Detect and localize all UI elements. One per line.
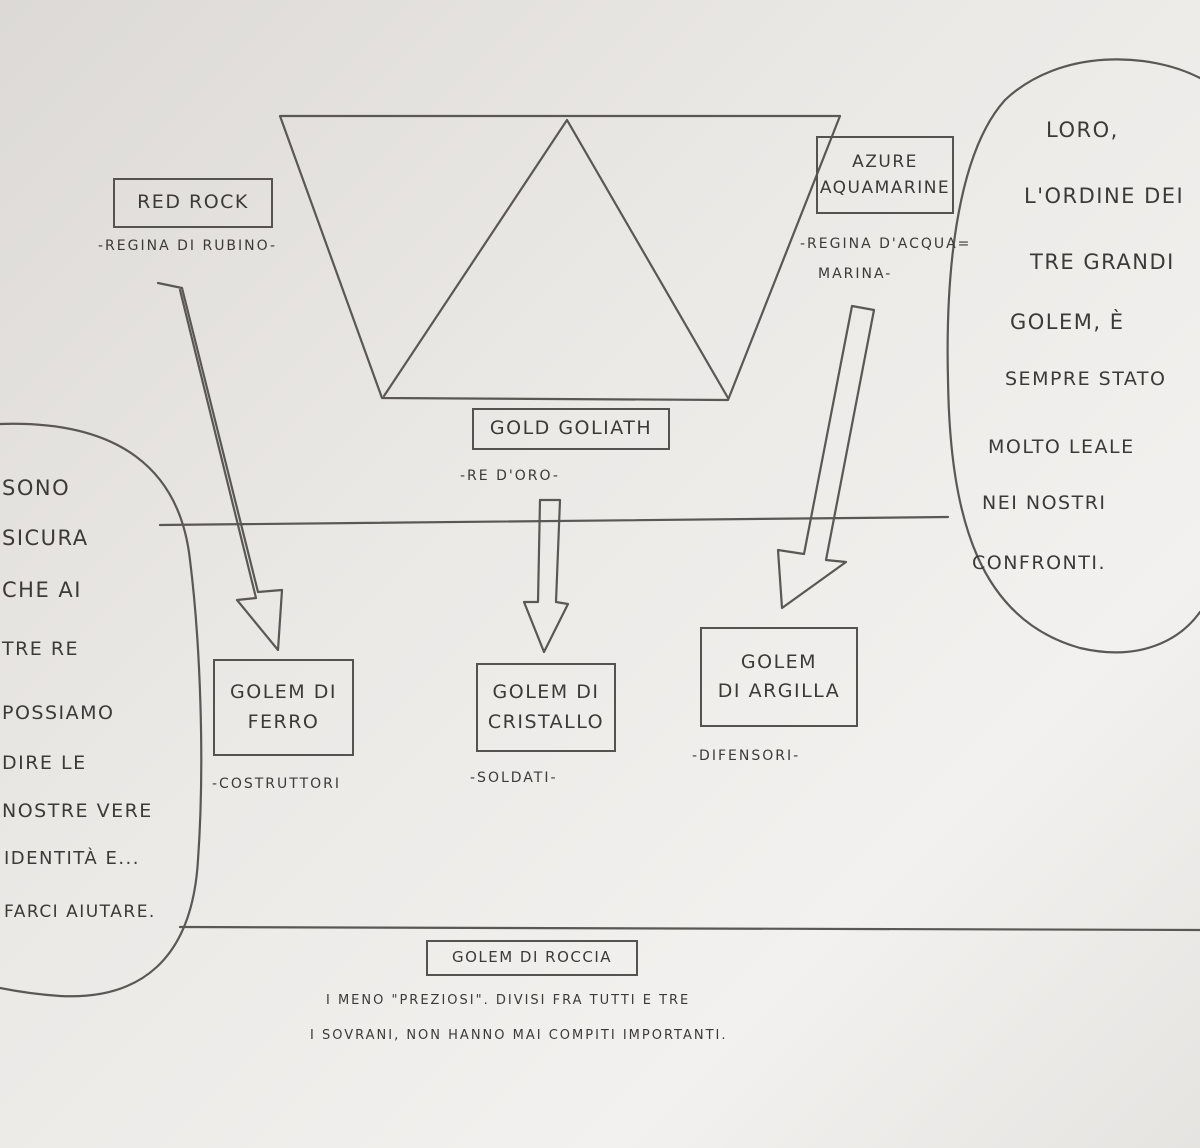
left-bubble-line: FARCI AIUTARE. [4, 902, 156, 922]
golem-cristallo-line2: CRISTALLO [487, 710, 605, 733]
right-speech-bubble [946, 58, 1200, 654]
azure-title-line2: MARINA- [818, 266, 893, 282]
right-bubble-line: NEI NOSTRI [982, 492, 1107, 514]
triangle-outline [382, 118, 730, 400]
left-bubble-line: SONO [2, 476, 71, 500]
left-bubble-line: CHE AI [2, 578, 82, 602]
azure-aquamarine-box: AZURE AQUAMARINE [816, 136, 954, 214]
red-rock-box: RED ROCK [113, 178, 273, 228]
golem-cristallo-role: -SOLDATI- [470, 770, 558, 786]
azure-name-line2: AQUAMARINE [819, 178, 951, 198]
right-bubble-line: MOLTO LEALE [988, 436, 1135, 458]
right-bubble-line: GOLEM, È [1010, 310, 1125, 334]
left-bubble-line: IDENTITÀ E... [4, 848, 140, 869]
left-bubble-line: NOSTRE VERE [2, 800, 153, 822]
left-bubble-line: SICURA [2, 526, 89, 550]
gold-goliath-box: GOLD GOLIATH [472, 408, 670, 450]
left-speech-bubble [0, 422, 203, 998]
golem-roccia-box: GOLEM DI ROCCIA [426, 940, 638, 976]
golem-argilla-line2: DI ARGILLA [717, 680, 841, 702]
golem-ferro-role: -COSTRUTTORI [212, 776, 341, 792]
right-bubble-line: CONFRONTI. [972, 552, 1106, 574]
golem-argilla-line1: GOLEM [740, 650, 818, 673]
arrow-azure [776, 304, 876, 610]
red-rock-title: -REGINA DI RUBINO- [98, 238, 278, 254]
divider-lower [178, 925, 1200, 932]
golem-argilla-role: -DIFENSORI- [692, 748, 801, 764]
trapezoid-outline [278, 114, 842, 402]
left-bubble-line: TRE RE [2, 638, 80, 660]
gold-goliath-title: -RE D'ORO- [460, 468, 560, 484]
arrow-gold-goliath [522, 498, 570, 654]
golem-argilla-box: GOLEM DI ARGILLA [700, 627, 858, 727]
divider-upper [158, 515, 950, 527]
arrow-red-rock [156, 281, 284, 652]
right-bubble-line: LORO, [1046, 118, 1119, 142]
golem-cristallo-line1: GOLEM DI [492, 681, 600, 704]
golem-roccia-name: GOLEM DI ROCCIA [451, 948, 613, 967]
golem-ferro-line1: GOLEM DI [230, 681, 337, 704]
left-bubble-line: POSSIAMO [2, 702, 115, 724]
gold-goliath-name: GOLD GOLIATH [489, 417, 653, 440]
azure-title-line1: -REGINA D'ACQUA= [800, 236, 972, 252]
golem-ferro-line2: FERRO [247, 710, 320, 733]
red-rock-name: RED ROCK [137, 191, 249, 214]
azure-name-line1: AZURE [852, 151, 918, 172]
golem-ferro-box: GOLEM DI FERRO [213, 659, 354, 756]
right-bubble-line: SEMPRE STATO [1005, 368, 1167, 390]
left-bubble-line: DIRE LE [2, 752, 87, 774]
golem-cristallo-box: GOLEM DI CRISTALLO [476, 663, 616, 752]
golem-roccia-desc-line1: I MENO "PREZIOSI". DIVISI FRA TUTTI E TR… [326, 993, 691, 1008]
right-bubble-line: L'ORDINE DEI [1024, 184, 1185, 208]
golem-roccia-desc-line2: I SOVRANI, NON HANNO MAI COMPITI IMPORTA… [310, 1028, 728, 1043]
right-bubble-line: TRE GRANDI [1030, 250, 1175, 274]
